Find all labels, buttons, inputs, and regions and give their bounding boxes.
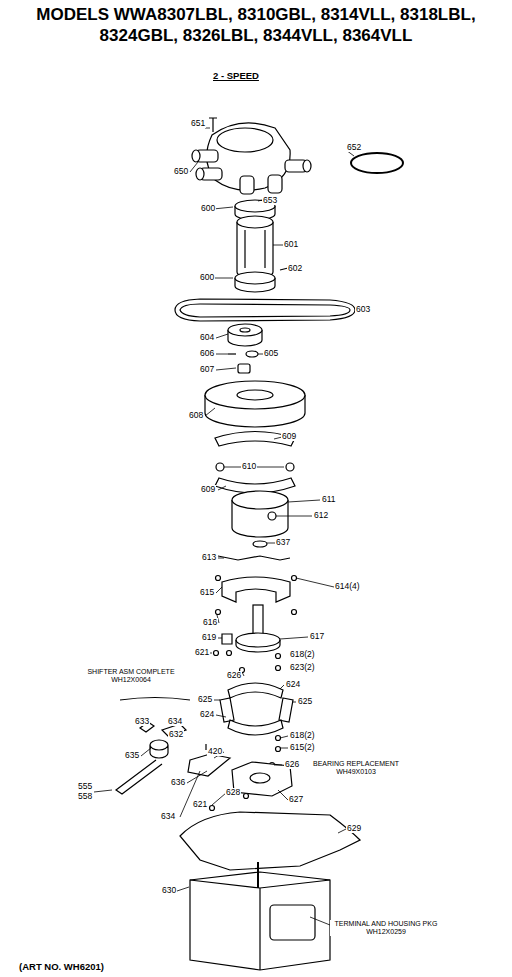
leader-lines <box>94 128 354 925</box>
drum <box>205 381 305 427</box>
callout-number: 625 <box>197 695 213 704</box>
callout-number: 604 <box>199 333 215 342</box>
callout-number: 601 <box>283 240 299 249</box>
callout-number: 621 <box>194 648 210 657</box>
callout-number: 632 <box>168 730 184 739</box>
part-note: SHIFTER ASM COMPLETE WH12X0064 <box>80 668 182 684</box>
callout-number: 600 <box>199 273 215 282</box>
callout-number: 610 <box>241 462 257 471</box>
callout-number: 625 <box>297 697 313 706</box>
o-ring <box>351 153 403 173</box>
bearing-plate <box>210 762 293 811</box>
callout-number: 618(2) <box>289 650 316 659</box>
callout-number: 609 <box>281 432 297 441</box>
callout-number: 615(2) <box>289 743 316 752</box>
callout-number: 637 <box>275 538 291 547</box>
drive-pulley <box>228 324 262 373</box>
callout-number: 653 <box>262 196 278 205</box>
callout-number: 634 <box>167 717 183 726</box>
callout-number: 616 <box>202 618 218 627</box>
part-note: BEARING REPLACEMENT WH49X0103 <box>300 760 412 776</box>
callout-number: 635 <box>124 751 140 760</box>
callout-number: 615 <box>199 588 215 597</box>
callout-number: 602 <box>287 264 303 273</box>
shoes <box>215 432 295 494</box>
motor <box>190 862 330 970</box>
subtitle: 2 - SPEED <box>212 71 260 81</box>
callout-number: 626 <box>284 760 300 769</box>
callout-number: 626 <box>226 671 242 680</box>
callout-number: 624 <box>285 680 301 689</box>
callout-number: 618(2) <box>289 731 316 740</box>
callout-number: 617 <box>309 632 325 641</box>
callout-number: 623(2) <box>289 663 316 672</box>
callout-number: 555 <box>77 782 93 791</box>
callout-number: 605 <box>263 349 279 358</box>
callout-number: 613 <box>201 553 217 562</box>
callout-number: 628 <box>225 788 241 797</box>
callout-number: 630 <box>161 886 177 895</box>
callout-number: 627 <box>288 795 304 804</box>
part-note: TERMINAL AND HOUSING PKG WH12X0259 <box>330 920 442 936</box>
pulley-bearing <box>235 200 288 292</box>
callout-number: 614(4) <box>334 582 361 591</box>
shifter <box>116 698 230 795</box>
mount-plate <box>180 812 360 870</box>
art-number: (ART NO. WH6201) <box>18 962 105 972</box>
callout-number: 611 <box>321 495 337 504</box>
brake-shoes <box>220 683 293 768</box>
callout-number: 624 <box>199 710 215 719</box>
callout-number: 607 <box>199 365 215 374</box>
callout-number: 634 <box>160 812 176 821</box>
callout-number: 608 <box>188 411 204 420</box>
callout-number: 558 <box>77 792 93 801</box>
callout-number: 603 <box>355 305 371 314</box>
title: MODELS WWA8307LBL, 8310GBL, 8314VLL, 831… <box>4 4 508 46</box>
callout-number: 621 <box>192 800 208 809</box>
callout-number: 619 <box>201 633 217 642</box>
callout-number: 636 <box>170 778 186 787</box>
pump <box>192 118 311 194</box>
callout-number: 612 <box>313 511 329 520</box>
callout-number: 420 <box>207 747 223 756</box>
callout-number: 609 <box>200 485 216 494</box>
callout-number: 651 <box>190 119 206 128</box>
callout-number: 606 <box>199 349 215 358</box>
callout-number: 629 <box>346 824 362 833</box>
belt <box>175 299 355 321</box>
callout-number: 650 <box>173 167 189 176</box>
callout-number: 633 <box>134 717 150 726</box>
callout-number: 600 <box>200 204 216 213</box>
callout-number: 652 <box>346 143 362 152</box>
spindle <box>214 605 281 673</box>
